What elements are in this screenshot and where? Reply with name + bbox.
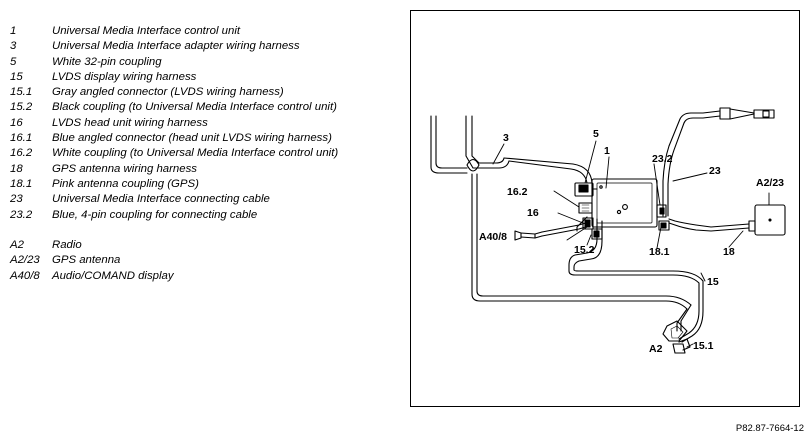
legend-text: GPS antenna wiring harness bbox=[52, 162, 197, 175]
legend-item: 15.1 Gray angled connector (LVDS wiring h… bbox=[10, 85, 405, 100]
callout-23: 23 bbox=[709, 165, 721, 177]
legend-text: Universal Media Interface connecting cab… bbox=[52, 193, 270, 206]
legend-code: 15 bbox=[10, 70, 23, 83]
legend-text: Universal Media Interface control unit bbox=[52, 25, 241, 37]
gps-antenna-harness-18 bbox=[658, 204, 786, 236]
legend-spacer bbox=[10, 223, 405, 238]
legend-item: 16 LVDS head unit wiring harness bbox=[10, 116, 405, 131]
legend-item: 3 Universal Media Interface adapter wirin… bbox=[10, 39, 405, 54]
legend-item: 16.1 Blue angled connector (head unit LVD… bbox=[10, 131, 405, 146]
callout-18: 18 bbox=[723, 246, 735, 258]
legend-item: 5 White 32-pin coupling bbox=[10, 55, 405, 70]
white-coupling-16-2 bbox=[578, 202, 593, 214]
legend-component: A2 Radio bbox=[10, 238, 405, 253]
legend-text: Gray angled connector (LVDS wiring harne… bbox=[52, 86, 284, 99]
legend-code: 5 bbox=[10, 55, 17, 68]
legend-text: Universal Media Interface adapter wiring… bbox=[52, 40, 300, 53]
callout-3: 3 bbox=[503, 132, 509, 144]
callout-a2: A2 bbox=[649, 343, 663, 355]
radio-a2-connectors bbox=[662, 304, 692, 354]
head-unit-harness-16 bbox=[534, 217, 594, 239]
legend-component: A40/8 Audio/COMAND display bbox=[10, 269, 405, 284]
legend-code: 3 bbox=[10, 40, 17, 53]
legend-code: A40/8 bbox=[10, 269, 40, 282]
legend-item: 23.2 Blue, 4-pin coupling for connecting … bbox=[10, 208, 405, 223]
legend-text: Black coupling (to Universal Media Inter… bbox=[52, 101, 337, 114]
legend-code: A2 bbox=[10, 239, 24, 252]
white-32-pin-coupling-5 bbox=[503, 157, 598, 197]
callout-18-1: 18.1 bbox=[649, 246, 670, 258]
legend-item: 15.2 Black coupling (to Universal Media I… bbox=[10, 100, 405, 115]
legend-component: A2/23 GPS antenna bbox=[10, 253, 405, 268]
legend-text: Pink antenna coupling (GPS) bbox=[52, 177, 199, 190]
callout-16-2: 16.2 bbox=[507, 186, 528, 198]
legend-code: 1 bbox=[10, 25, 17, 37]
legend-code: 23.2 bbox=[10, 208, 33, 221]
legend-item: 1 Universal Media Interface control unit bbox=[10, 24, 405, 39]
callout-a40-8: A40/8 bbox=[479, 231, 507, 243]
legend-text: GPS antenna bbox=[52, 254, 121, 267]
legend-item: 18 GPS antenna wiring harness bbox=[10, 162, 405, 177]
wiring-diagram: 3 5 1 23.2 23 A2/23 16.2 16 A40/8 15.2 1… bbox=[410, 10, 800, 407]
legend-code: 16.1 bbox=[10, 132, 33, 145]
callout-leaders bbox=[492, 140, 770, 348]
legend-text: White 32-pin coupling bbox=[52, 55, 162, 68]
adapter-harness-3 bbox=[430, 115, 692, 310]
connecting-cable-23 bbox=[662, 107, 775, 217]
control-unit-1 bbox=[591, 178, 658, 228]
figure-reference: P82.87-7664-12 bbox=[735, 423, 804, 434]
legend-text: White coupling (to Universal Media Inter… bbox=[52, 147, 339, 160]
legend-text: Audio/COMAND display bbox=[52, 269, 174, 282]
wiring-diagram-canvas: 3 5 1 23.2 23 A2/23 16.2 16 A40/8 15.2 1… bbox=[430, 107, 786, 355]
legend-text: Blue angled connector (head unit LVDS wi… bbox=[52, 132, 332, 145]
legend-item: 18.1 Pink antenna coupling (GPS) bbox=[10, 177, 405, 192]
legend-code: 16 bbox=[10, 116, 23, 129]
callout-5: 5 bbox=[593, 128, 599, 140]
legend-code: 18 bbox=[10, 162, 23, 175]
display-a40-8 bbox=[514, 230, 536, 241]
callout-23-2: 23.2 bbox=[652, 153, 673, 165]
lvds-display-harness-15 bbox=[568, 216, 704, 343]
legend-item: 16.2 White coupling (to Universal Media I… bbox=[10, 146, 405, 161]
callout-15-2: 15.2 bbox=[574, 244, 595, 256]
legend-item: 15 LVDS display wiring harness bbox=[10, 70, 405, 85]
callout-1: 1 bbox=[604, 145, 610, 157]
legend-code: 15.2 bbox=[10, 101, 33, 114]
callout-a2-23: A2/23 bbox=[756, 177, 784, 189]
blue-4-pin-coupling-23-2 bbox=[656, 204, 667, 218]
legend-code: 16.2 bbox=[10, 147, 33, 160]
legend-text: LVDS head unit wiring harness bbox=[52, 116, 208, 129]
callout-15-1: 15.1 bbox=[693, 340, 714, 352]
legend-code: 18.1 bbox=[10, 177, 33, 190]
legend-code: 15.1 bbox=[10, 86, 33, 99]
callout-16: 16 bbox=[527, 207, 539, 219]
legend-text: Radio bbox=[52, 239, 82, 252]
legend-item: 23 Universal Media Interface connecting c… bbox=[10, 192, 405, 207]
legend-text: LVDS display wiring harness bbox=[52, 70, 197, 83]
callout-15: 15 bbox=[707, 276, 719, 288]
legend-code: 23 bbox=[10, 193, 23, 206]
legend-text: Blue, 4-pin coupling for connecting cabl… bbox=[52, 208, 258, 221]
legend-code: A2/23 bbox=[10, 254, 40, 267]
